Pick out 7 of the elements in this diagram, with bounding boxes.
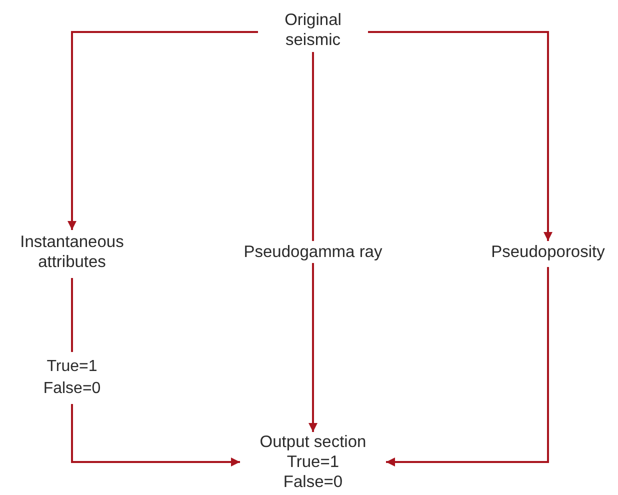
node-label: Pseudogamma ray [244, 242, 382, 262]
node-label: Pseudoporosity [491, 242, 605, 262]
node-label: Output section [260, 432, 366, 452]
arrow [68, 31, 258, 230]
arrow [308, 263, 318, 432]
arrow [386, 267, 549, 466]
arrow [368, 31, 552, 241]
